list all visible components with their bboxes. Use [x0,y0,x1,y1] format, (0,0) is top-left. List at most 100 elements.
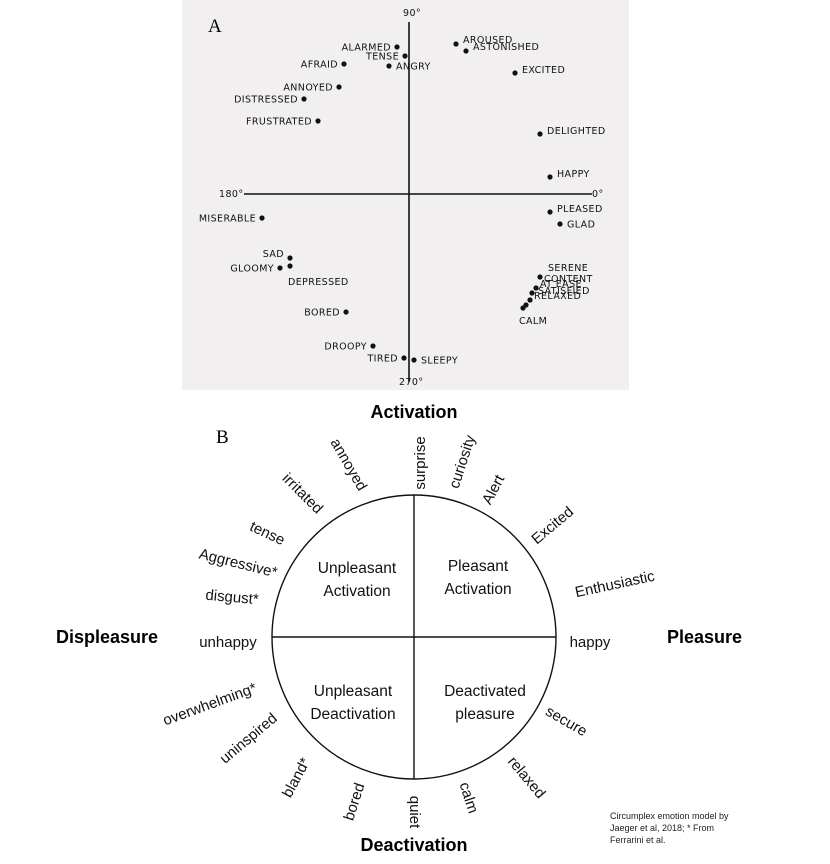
point-dot-droopy [370,343,376,349]
ring-word-excited: Excited [528,503,577,548]
point-dot-glad [557,221,563,227]
quadrant-lower-left-line2: Deactivation [310,706,395,723]
point-label-depressed: DEPRESSED [288,277,349,288]
point-label-pleased: PLEASED [557,204,603,215]
point-label-relaxed: RELAXED [534,291,581,302]
quadrant-upper-right-line1: Pleasant [448,558,509,575]
point-label-tense: TENSE [365,52,399,63]
point-label-frustrated: FRUSTRATED [246,117,312,128]
angle-0: 0° [592,189,604,200]
citation-line3: Ferrarini et al. [610,835,666,845]
point-dot-sad [287,255,293,261]
point-dot-angry [386,63,392,69]
point-label-miserable: MISERABLE [199,214,256,225]
point-label-delighted: DELIGHTED [547,126,606,137]
point-label-bored: BORED [304,308,340,319]
point-dot-content [533,285,539,291]
angle-180: 180° [219,189,243,200]
ring-word-relaxed: relaxed [504,753,549,802]
panel-b: B Activation Deactivation Displeasure Pl… [56,402,742,855]
point-dot-serene [537,274,543,280]
point-dot-miserable [259,215,265,221]
quadrant-upper-right-line2: Activation [444,581,511,598]
point-label-glad: GLAD [567,220,595,231]
ring-word-unhappy: unhappy [199,634,257,651]
point-dot-annoyed [336,84,342,90]
panel-a-background [182,0,629,390]
angle-270: 270° [399,377,423,388]
ring-word-tense: tense [247,518,287,549]
point-dot-aroused [453,41,459,47]
point-label-calm: CALM [519,316,547,327]
point-label-droopy: DROOPY [324,342,367,353]
point-dot-excited [512,70,518,76]
point-dot-satisfied [527,297,533,303]
axis-activation: Activation [370,402,457,422]
ring-word-alert: Alert [479,471,509,507]
point-label-gloomy: GLOOMY [230,264,274,275]
citation-line2: Jaeger et al, 2018; * From [610,823,714,833]
quadrant-lower-left-line1: Unpleasant [314,683,393,700]
point-label-satisfied: SATISFIED [538,286,590,297]
point-dot-delighted [537,131,543,137]
point-label-afraid: AFRAID [301,60,338,71]
quadrant-upper-left-line2: Activation [323,583,390,600]
ring-word-uninspired: uninspired [217,710,281,768]
point-label-distressed: DISTRESSED [234,95,298,106]
ring-word-disgust: disgust* [205,587,260,609]
ring-word-annoyed: annoyed [327,436,371,494]
point-label-sad: SAD [263,249,284,260]
panel-a-letter: A [208,16,222,37]
ring-word-happy: happy [570,634,611,651]
ring-word-calm: calm [456,780,482,815]
point-label-annoyed: ANNOYED [283,83,333,94]
point-label-happy: HAPPY [557,169,590,180]
ring-word-aggressive: Aggressive* [197,546,279,582]
point-dot-sleepy [411,357,417,363]
point-dot-tense [402,53,408,59]
quadrant-lower-right-line1: Deactivated [444,683,526,700]
angle-90: 90° [403,8,421,19]
ring-word-enthusiastic: Enthusiastic [574,568,657,602]
point-label-excited: EXCITED [522,65,565,76]
point-dot-depressed [287,263,293,269]
ring-word-quiet: quiet [406,796,423,829]
point-label-serene: SERENE [548,263,588,274]
panel-b-letter: B [216,427,229,448]
point-label-tired: TIRED [366,354,398,365]
point-dot-afraid [341,61,347,67]
point-dot-happy [547,174,553,180]
ring-word-secure: secure [543,703,590,740]
point-label-alarmed: ALARMED [342,43,391,54]
ring-word-surprise: surprise [412,436,429,489]
point-label-sleepy: SLEEPY [421,356,458,367]
point-dot-alarmed [394,44,400,50]
ring-word-overwhelming: overwhelming* [161,680,259,730]
point-dot-bored [343,309,349,315]
ring-word-bored: bored [340,781,368,823]
point-dot-astonished [463,48,469,54]
citation-line1: Circumplex emotion model by [610,811,729,821]
point-label-astonished: ASTONISHED [473,42,539,53]
ring-word-irritated: irritated [279,470,326,517]
quadrant-upper-left-line1: Unpleasant [318,560,397,577]
point-dot-distressed [301,96,307,102]
point-dot-tired [401,355,407,361]
point-dot-at-ease [529,290,535,296]
point-dot-gloomy [277,265,283,271]
ring-word-curiosity: curiosity [446,433,479,491]
quadrant-lower-right-line2: pleasure [455,706,514,723]
point-dot-calm [520,305,526,311]
point-label-at-ease: AT EASE [540,279,582,290]
axis-pleasure: Pleasure [667,627,742,647]
point-label-angry: ANGRY [396,62,431,73]
point-label-content: CONTENT [544,274,593,285]
point-label-aroused: AROUSED [463,35,513,46]
point-dot-frustrated [315,118,321,124]
point-dot-pleased [547,209,553,215]
ring-word-bland: bland* [279,755,314,801]
